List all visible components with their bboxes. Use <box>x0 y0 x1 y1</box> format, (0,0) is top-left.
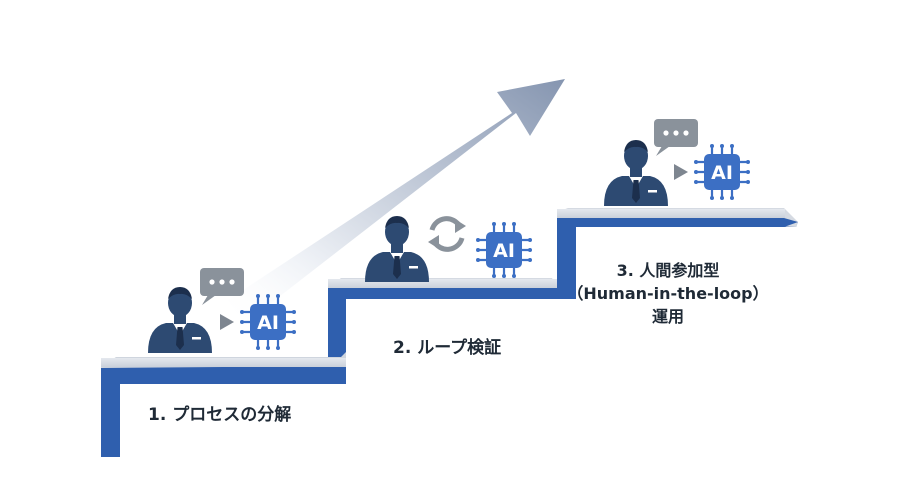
ai-chip-label: AI <box>711 162 733 184</box>
ai-chip-icon: AI <box>474 220 534 280</box>
step-3-label-line-3: 運用 <box>651 307 684 326</box>
ai-chip-icon: AI <box>238 292 298 352</box>
play-triangle-icon <box>674 164 688 180</box>
staircase <box>101 208 798 457</box>
speech-bubble-icon <box>654 119 698 156</box>
step-1-label: 1. プロセスの分解 <box>148 405 292 425</box>
step-2-label: 2. ループ検証 <box>393 338 502 358</box>
step-3-label-line-2: （Human-in-the-loop） <box>567 284 769 303</box>
ai-chip-label: AI <box>257 312 279 334</box>
step-3-label: 3. 人間参加型 （Human-in-the-loop） 運用 <box>560 259 776 328</box>
businessperson-icon <box>365 216 429 282</box>
businessperson-icon <box>148 287 212 353</box>
sync-cycle-icon <box>428 216 466 252</box>
step-3-icons: AI <box>604 119 752 206</box>
ai-chip-label: AI <box>493 240 515 262</box>
step-2-icons: AI <box>365 216 534 282</box>
businessperson-icon <box>604 140 668 206</box>
ai-chip-icon: AI <box>692 142 752 202</box>
play-triangle-icon <box>220 314 234 330</box>
step-1-icons: AI <box>148 268 298 353</box>
growth-arrow-icon <box>228 79 565 324</box>
step-3-label-line-1: 3. 人間参加型 <box>616 261 720 280</box>
